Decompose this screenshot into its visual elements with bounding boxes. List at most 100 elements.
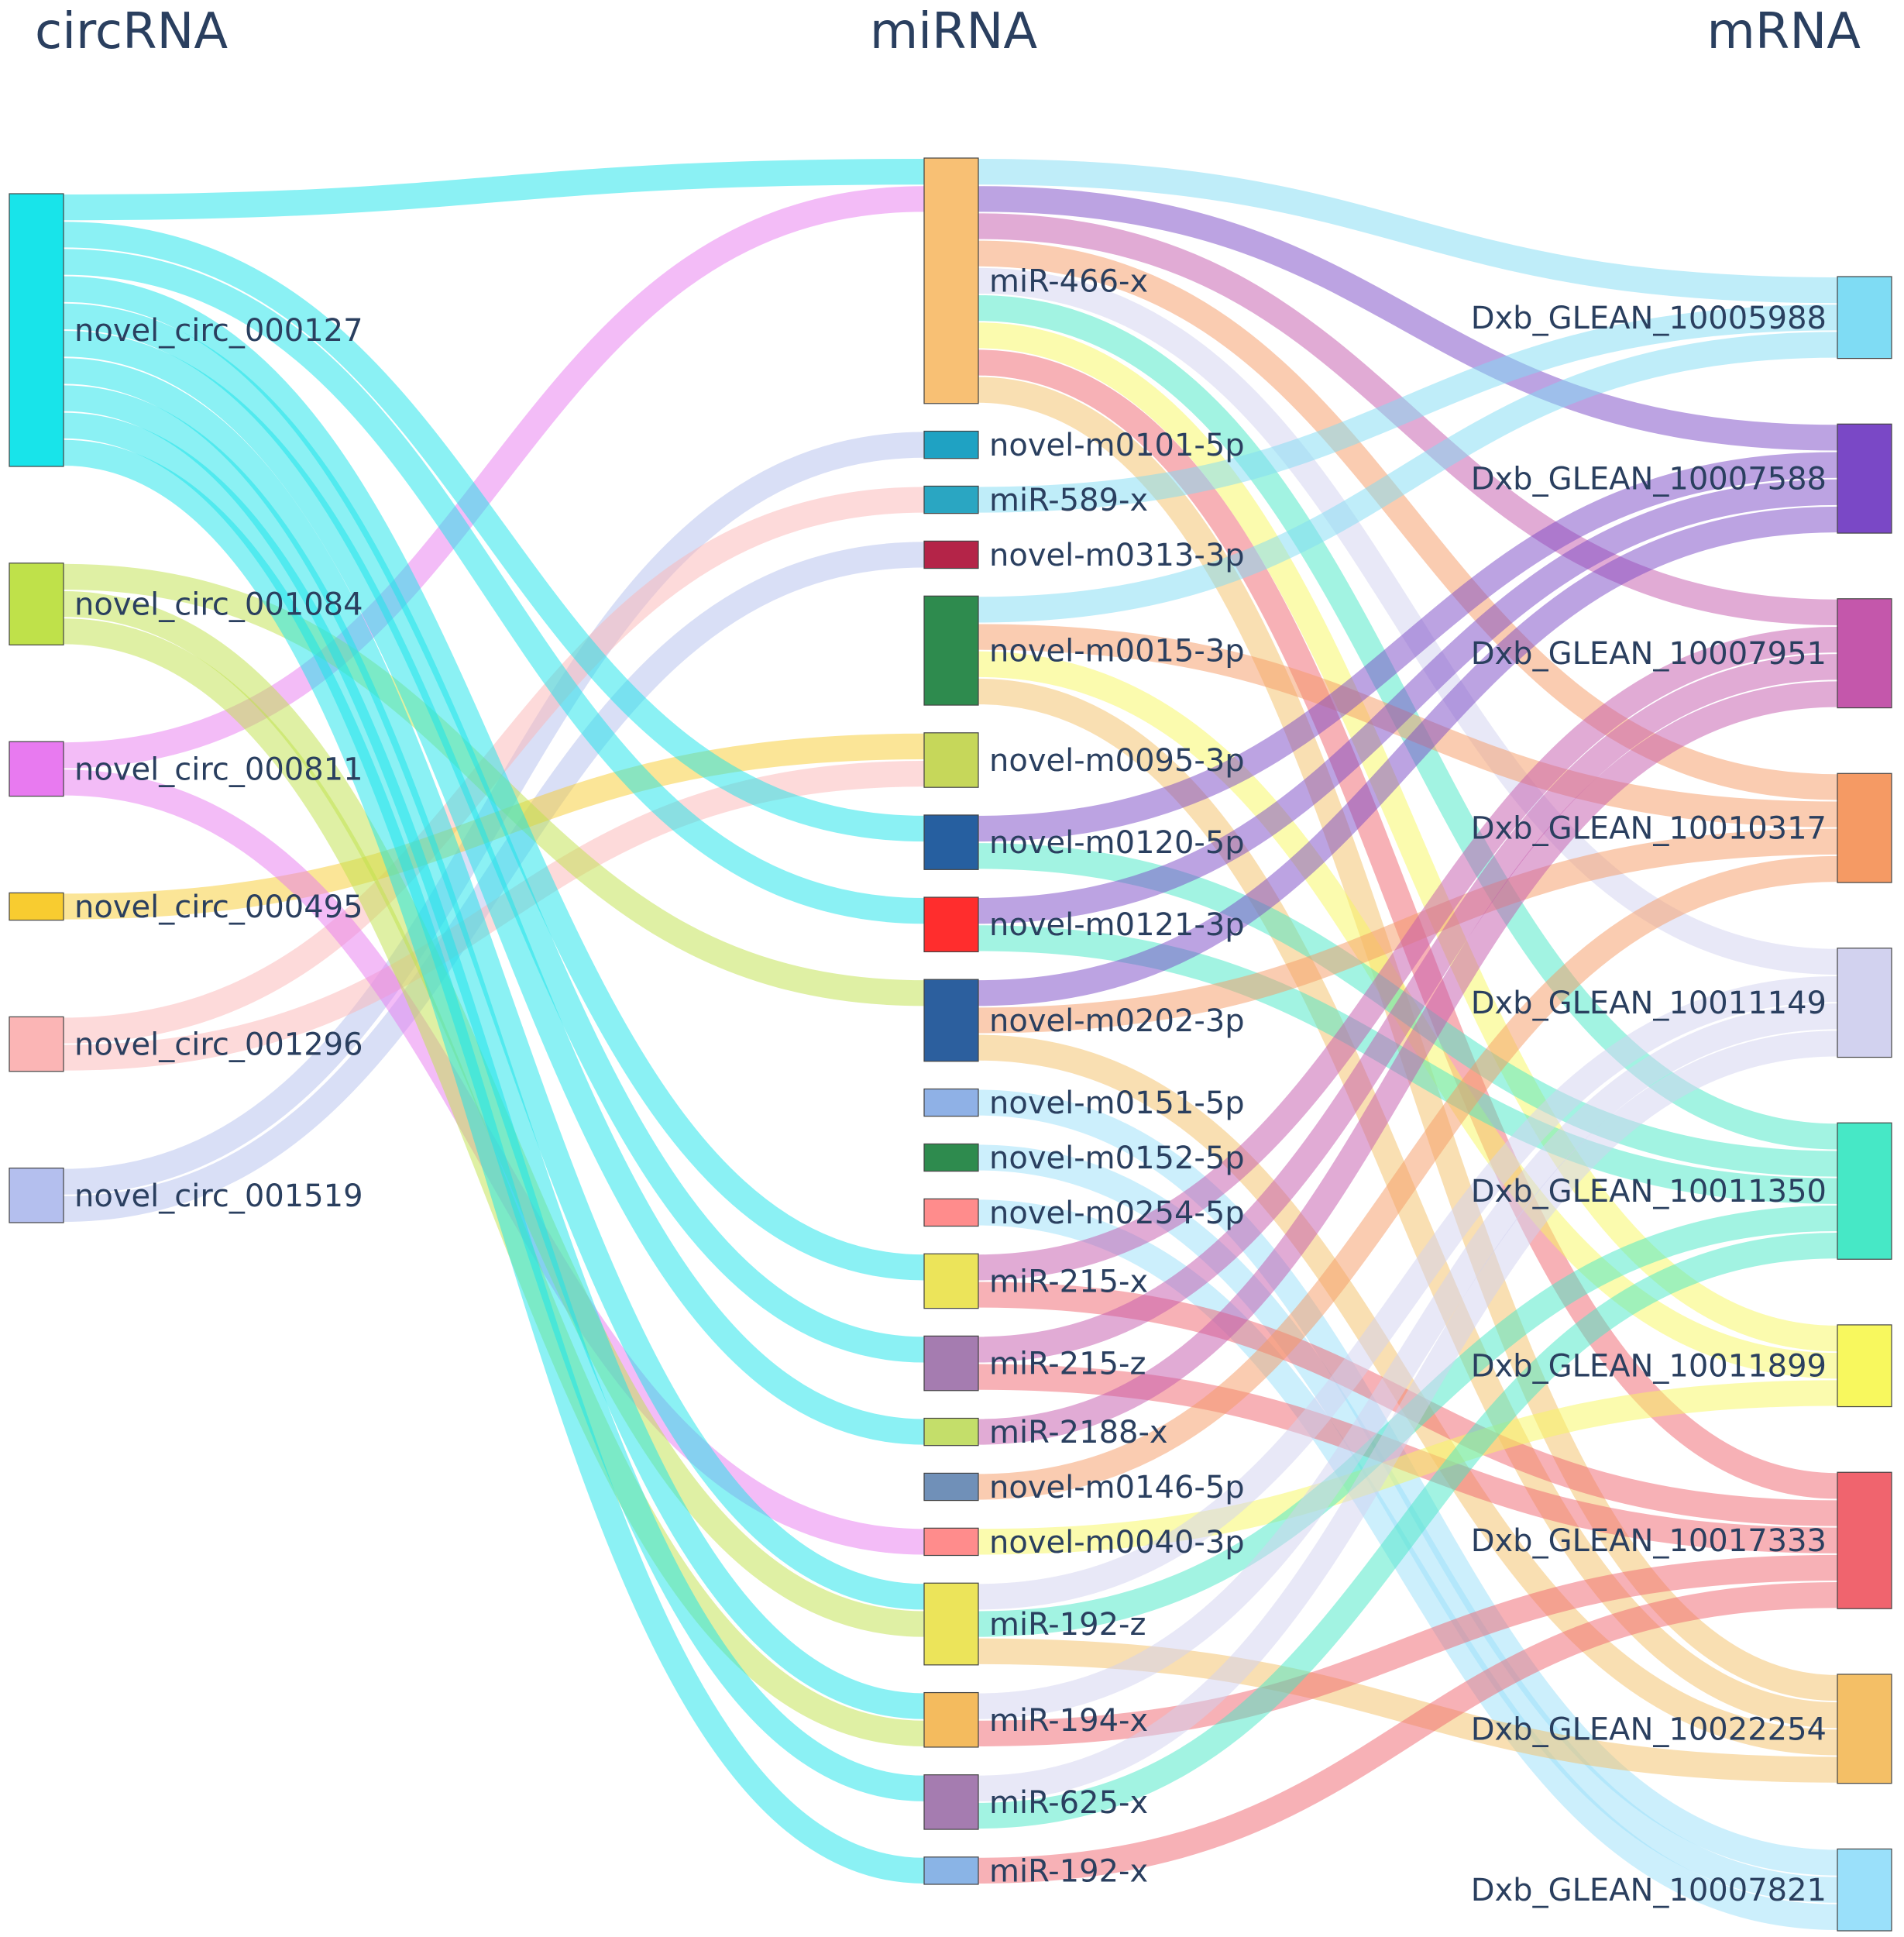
sankey-link bbox=[978, 506, 1838, 1006]
sankey-node[interactable] bbox=[923, 979, 979, 1062]
sankey-node-label: novel-m0254-5p bbox=[989, 1196, 1245, 1231]
sankey-node[interactable] bbox=[1837, 598, 1892, 709]
sankey-link bbox=[63, 331, 925, 1445]
sankey-link bbox=[63, 303, 925, 1363]
sankey-node-label: novel-m0202-3p bbox=[989, 1003, 1245, 1039]
sankey-node[interactable] bbox=[1837, 1471, 1892, 1609]
sankey-node[interactable] bbox=[923, 1417, 979, 1447]
sankey-link bbox=[978, 1380, 1838, 1555]
sankey-node[interactable] bbox=[923, 1253, 979, 1309]
sankey-node-label: Dxb_GLEAN_10007588 bbox=[1471, 462, 1827, 497]
sankey-node-label: miR-466-x bbox=[989, 263, 1148, 299]
sankey-node[interactable] bbox=[923, 1335, 979, 1392]
sankey-node-label: novel_circ_000495 bbox=[74, 889, 363, 925]
sankey-link bbox=[978, 1582, 1838, 1884]
sankey-node[interactable] bbox=[1837, 1848, 1892, 1932]
sankey-node-label: Dxb_GLEAN_10007951 bbox=[1471, 636, 1827, 672]
sankey-node[interactable] bbox=[9, 193, 64, 467]
sankey-link bbox=[978, 626, 1838, 1281]
sankey-node-label: Dxb_GLEAN_10007821 bbox=[1471, 1873, 1827, 1908]
sankey-node-label: novel_circ_000127 bbox=[74, 313, 363, 349]
sankey-node[interactable] bbox=[923, 1198, 979, 1227]
sankey-link bbox=[978, 332, 1838, 623]
column-title-circrna: circRNA bbox=[35, 3, 228, 60]
sankey-node-label: Dxb_GLEAN_10011899 bbox=[1471, 1349, 1827, 1385]
sankey-link bbox=[978, 855, 1838, 1500]
sankey-node-label: Dxb_GLEAN_10011149 bbox=[1471, 986, 1827, 1021]
sankey-link bbox=[978, 186, 1838, 451]
sankey-node-label: miR-2188-x bbox=[989, 1415, 1168, 1450]
sankey-link bbox=[978, 304, 1838, 513]
sankey-link bbox=[63, 159, 925, 221]
sankey-node[interactable] bbox=[923, 157, 979, 404]
column-title-mrna: mRNA bbox=[1707, 3, 1861, 60]
sankey-node[interactable] bbox=[923, 1691, 979, 1748]
sankey-node-label: novel-m0151-5p bbox=[989, 1085, 1245, 1121]
sankey-node-label: novel-m0101-5p bbox=[989, 428, 1245, 463]
sankey-node-label: novel_circ_001519 bbox=[74, 1178, 363, 1214]
sankey-node-label: novel-m0146-5p bbox=[989, 1470, 1245, 1505]
sankey-link bbox=[978, 452, 1838, 842]
sankey-node[interactable] bbox=[1837, 423, 1892, 534]
sankey-node[interactable] bbox=[923, 1527, 979, 1557]
sankey-link bbox=[978, 1089, 1838, 1876]
sankey-link bbox=[978, 1554, 1838, 1746]
sankey-node-label: miR-194-x bbox=[989, 1703, 1148, 1739]
sankey-node-label: novel_circ_001296 bbox=[74, 1027, 363, 1063]
sankey-node[interactable] bbox=[9, 741, 64, 797]
sankey-node[interactable] bbox=[1837, 772, 1892, 883]
sankey-node-label: novel-m0095-3p bbox=[989, 743, 1245, 779]
sankey-link bbox=[978, 1030, 1838, 1801]
sankey-node-label: miR-192-x bbox=[989, 1853, 1148, 1889]
sankey-link bbox=[978, 159, 1838, 304]
sankey-node[interactable] bbox=[923, 814, 979, 870]
sankey-link bbox=[63, 249, 925, 924]
sankey-link bbox=[63, 385, 925, 1719]
sankey-node-label: Dxb_GLEAN_10022254 bbox=[1471, 1712, 1827, 1747]
sankey-node-label: novel-m0313-3p bbox=[989, 538, 1245, 573]
sankey-link bbox=[978, 479, 1838, 924]
sankey-link bbox=[978, 1003, 1838, 1719]
sankey-node-label: novel-m0152-5p bbox=[989, 1141, 1245, 1176]
sankey-node[interactable] bbox=[923, 485, 979, 514]
sankey-node-label: novel_circ_000811 bbox=[74, 752, 363, 787]
sankey-node[interactable] bbox=[923, 896, 979, 953]
sankey-node[interactable] bbox=[923, 540, 979, 569]
sankey-node[interactable] bbox=[923, 1774, 979, 1830]
nodes-layer bbox=[9, 157, 1892, 1932]
sankey-node[interactable] bbox=[923, 595, 979, 706]
sankey-node-label: miR-215-z bbox=[989, 1347, 1146, 1382]
sankey-node-label: novel-m0040-3p bbox=[989, 1525, 1245, 1560]
sankey-node[interactable] bbox=[9, 892, 64, 921]
sankey-link bbox=[978, 624, 1838, 827]
sankey-node-label: novel-m0121-3p bbox=[989, 907, 1245, 943]
sankey-node-label: novel_circ_001084 bbox=[74, 587, 363, 623]
sankey-node[interactable] bbox=[1837, 948, 1892, 1058]
sankey-node-label: miR-589-x bbox=[989, 483, 1148, 518]
sankey-node[interactable] bbox=[923, 1143, 979, 1172]
labels-layer: novel_circ_000127 novel_circ_001084 novel_… bbox=[74, 263, 1827, 1908]
sankey-link bbox=[978, 1233, 1838, 1829]
sankey-node[interactable] bbox=[9, 1016, 64, 1072]
sankey-node[interactable] bbox=[1837, 1324, 1892, 1408]
sankey-node[interactable] bbox=[1837, 1674, 1892, 1784]
sankey-node[interactable] bbox=[9, 563, 64, 645]
sankey-link bbox=[63, 439, 925, 1884]
sankey-link bbox=[978, 654, 1838, 1363]
sankey-node[interactable] bbox=[1837, 1122, 1892, 1260]
sankey-node-label: Dxb_GLEAN_10017333 bbox=[1471, 1523, 1827, 1559]
sankey-node-label: miR-215-x bbox=[989, 1264, 1148, 1299]
sankey-node[interactable] bbox=[923, 1472, 979, 1502]
sankey-node[interactable] bbox=[923, 732, 979, 788]
sankey-node[interactable] bbox=[1837, 276, 1892, 360]
sankey-node[interactable] bbox=[923, 1582, 979, 1666]
sankey-node-label: Dxb_GLEAN_10011350 bbox=[1471, 1174, 1827, 1209]
sankey-node[interactable] bbox=[9, 1167, 64, 1223]
sankey-node[interactable] bbox=[923, 1856, 979, 1885]
sankey-link bbox=[63, 276, 925, 1281]
sankey-link bbox=[978, 678, 1838, 1729]
sankey-node[interactable] bbox=[923, 430, 979, 459]
sankey-link bbox=[63, 222, 925, 842]
sankey-node[interactable] bbox=[923, 1088, 979, 1117]
